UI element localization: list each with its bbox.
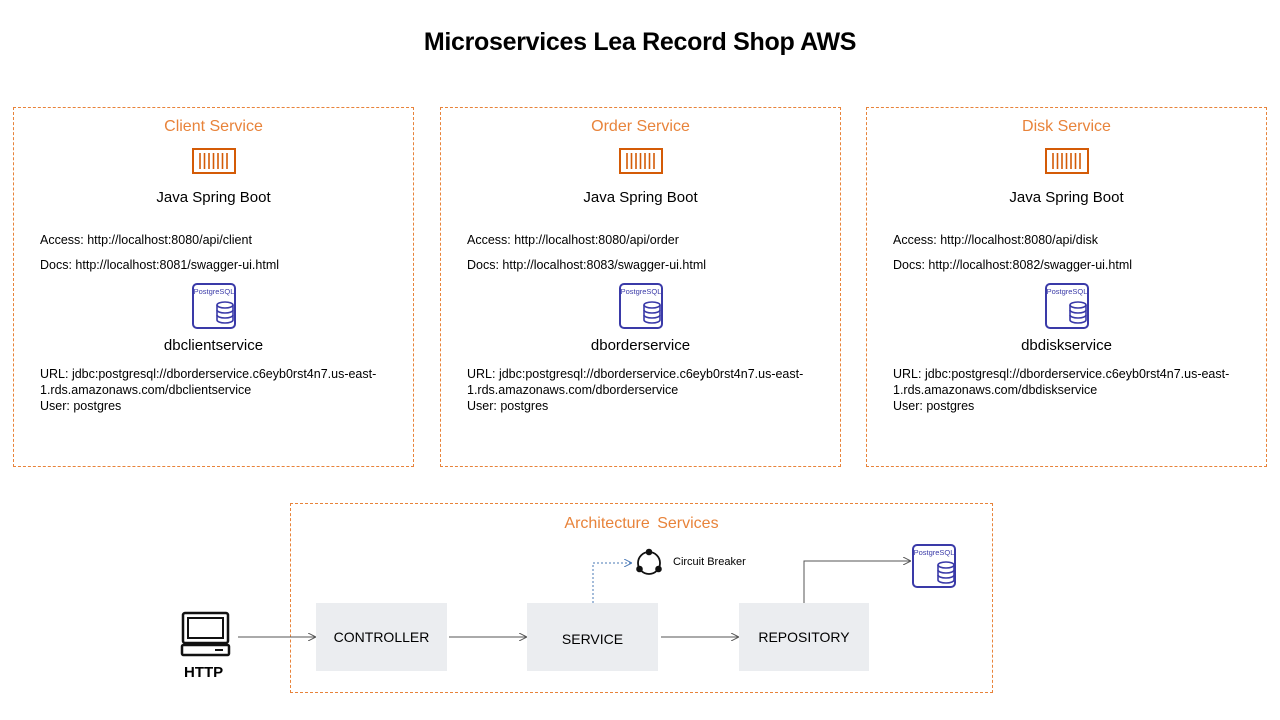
- tech-label: Java Spring Boot: [156, 189, 271, 206]
- circuit-breaker-label: Circuit Breaker: [673, 556, 746, 568]
- postgresql-icon: PostgreSQL: [912, 544, 956, 588]
- http-label: HTTP: [184, 664, 224, 681]
- db-user: User: postgres: [467, 399, 549, 413]
- access-url: Access: http://localhost:8080/api/disk: [893, 233, 1098, 247]
- client-service-panel: Client Service Java Spring Boot Access: …: [13, 107, 414, 467]
- url-line-2: 1.rds.amazonaws.com/dborderservice: [467, 383, 679, 397]
- url-line-2: 1.rds.amazonaws.com/dbclientservice: [40, 383, 252, 397]
- docs-url: Docs: http://localhost:8083/swagger-ui.h…: [467, 258, 707, 272]
- url-line-1: URL: jdbc:postgresql://dborderservice.c6…: [893, 367, 1230, 381]
- postgresql-icon: PostgreSQL: [191, 283, 236, 329]
- postgresql-icon: PostgreSQL: [1044, 283, 1089, 329]
- service-box: SERVICE: [527, 603, 658, 671]
- postgresql-label: PostgreSQL: [620, 287, 661, 296]
- architecture-panel: Architecture Services: [290, 503, 993, 693]
- connection-info: URL: jdbc:postgresql://dborderservice.c6…: [893, 366, 1253, 414]
- container-icon: [1044, 148, 1089, 174]
- db-user: User: postgres: [893, 399, 975, 413]
- db-name: dbdiskservice: [1021, 337, 1112, 354]
- service-to-circuit-breaker-arrow: [592, 563, 631, 603]
- access-url: Access: http://localhost:8080/api/order: [467, 233, 679, 247]
- container-icon: [618, 148, 663, 174]
- repository-to-db-arrow: [803, 561, 910, 603]
- tech-label: Java Spring Boot: [1009, 189, 1124, 206]
- docs-url: Docs: http://localhost:8081/swagger-ui.h…: [40, 258, 280, 272]
- page-title: Microservices Lea Record Shop AWS: [423, 28, 857, 56]
- db-user: User: postgres: [40, 399, 122, 413]
- db-name: dbclientservice: [163, 337, 264, 354]
- service-title: Disk Service: [1022, 118, 1111, 135]
- order-service-panel: Order Service Java Spring Boot Access: h…: [440, 107, 841, 467]
- db-name: dborderservice: [590, 337, 691, 354]
- architecture-title: Architecture Services: [564, 515, 719, 532]
- connection-info: URL: jdbc:postgresql://dborderservice.c6…: [40, 366, 400, 414]
- repository-box: REPOSITORY: [739, 603, 869, 671]
- url-line-1: URL: jdbc:postgresql://dborderservice.c6…: [467, 367, 804, 381]
- url-line-1: URL: jdbc:postgresql://dborderservice.c6…: [40, 367, 377, 381]
- laptop-icon: [180, 611, 231, 657]
- controller-box: CONTROLLER: [316, 603, 447, 671]
- docs-url: Docs: http://localhost:8082/swagger-ui.h…: [893, 258, 1133, 272]
- access-url: Access: http://localhost:8080/api/client: [40, 233, 252, 247]
- service-title: Client Service: [164, 118, 263, 135]
- connection-info: URL: jdbc:postgresql://dborderservice.c6…: [467, 366, 827, 414]
- postgresql-label: PostgreSQL: [1046, 287, 1087, 296]
- service-title: Order Service: [591, 118, 690, 135]
- postgresql-label: PostgreSQL: [914, 548, 955, 557]
- url-line-2: 1.rds.amazonaws.com/dbdiskservice: [893, 383, 1098, 397]
- postgresql-icon: PostgreSQL: [618, 283, 663, 329]
- container-icon: [191, 148, 236, 174]
- postgresql-label: PostgreSQL: [193, 287, 234, 296]
- circuit-breaker-icon: [636, 548, 662, 575]
- disk-service-panel: Disk Service Java Spring Boot Access: ht…: [866, 107, 1267, 467]
- tech-label: Java Spring Boot: [583, 189, 698, 206]
